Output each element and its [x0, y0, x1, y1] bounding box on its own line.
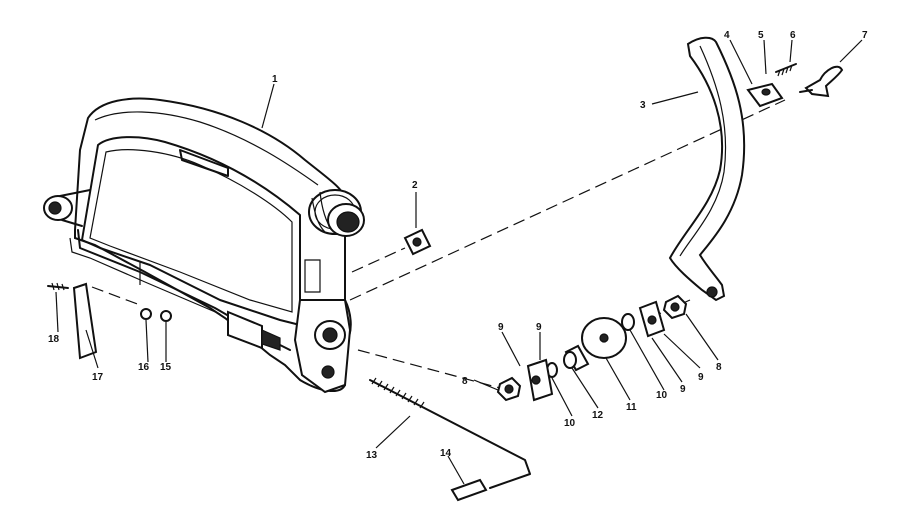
blade-guard-housing [43, 97, 365, 394]
clamp-assembly [746, 63, 844, 108]
hardware-left [47, 282, 172, 360]
label-part-9-b: 9 [536, 322, 542, 333]
label-part-13: 13 [366, 450, 378, 461]
label-part-10-right: 10 [656, 390, 668, 401]
label-part-11: 11 [626, 402, 637, 413]
label-part-14: 14 [440, 448, 452, 459]
label-part-3: 3 [640, 100, 646, 111]
assembly-line-left [91, 286, 141, 306]
label-part-6: 6 [790, 30, 796, 41]
plate-17 [72, 282, 98, 360]
label-part-2: 2 [412, 180, 418, 191]
handle-grip [450, 478, 488, 502]
label-part-1: 1 [272, 74, 278, 85]
leader-lines [55, 39, 863, 485]
nut-16 [140, 308, 152, 320]
label-part-18: 18 [48, 334, 60, 345]
label-part-15: 15 [160, 362, 172, 373]
label-part-7: 7 [862, 30, 868, 41]
part-labels: 1 2 3 4 5 6 7 8 8 9 9 9 9 10 10 11 12 13… [48, 30, 868, 461]
label-part-9-c: 9 [680, 384, 686, 395]
square-nut [403, 228, 432, 256]
label-part-16: 16 [138, 362, 150, 373]
assembly-line-lower [357, 349, 501, 389]
label-part-10-left: 10 [564, 418, 576, 429]
label-part-9-d: 9 [698, 372, 704, 383]
washer-15 [160, 310, 172, 322]
hardware-right [496, 294, 688, 402]
threaded-rod [369, 377, 531, 489]
label-part-8-right: 8 [716, 362, 722, 373]
label-part-12: 12 [592, 410, 604, 421]
label-part-9-a: 9 [498, 322, 504, 333]
support-arm [668, 36, 746, 302]
label-part-8-left: 8 [462, 376, 468, 387]
label-part-5: 5 [758, 30, 764, 41]
label-part-4: 4 [724, 30, 730, 41]
assembly-line-nut [351, 247, 406, 273]
label-part-17: 17 [92, 372, 104, 383]
washer [761, 88, 771, 96]
screw [775, 63, 797, 73]
assembly-line-main [349, 99, 786, 301]
wing-nut [804, 65, 844, 98]
